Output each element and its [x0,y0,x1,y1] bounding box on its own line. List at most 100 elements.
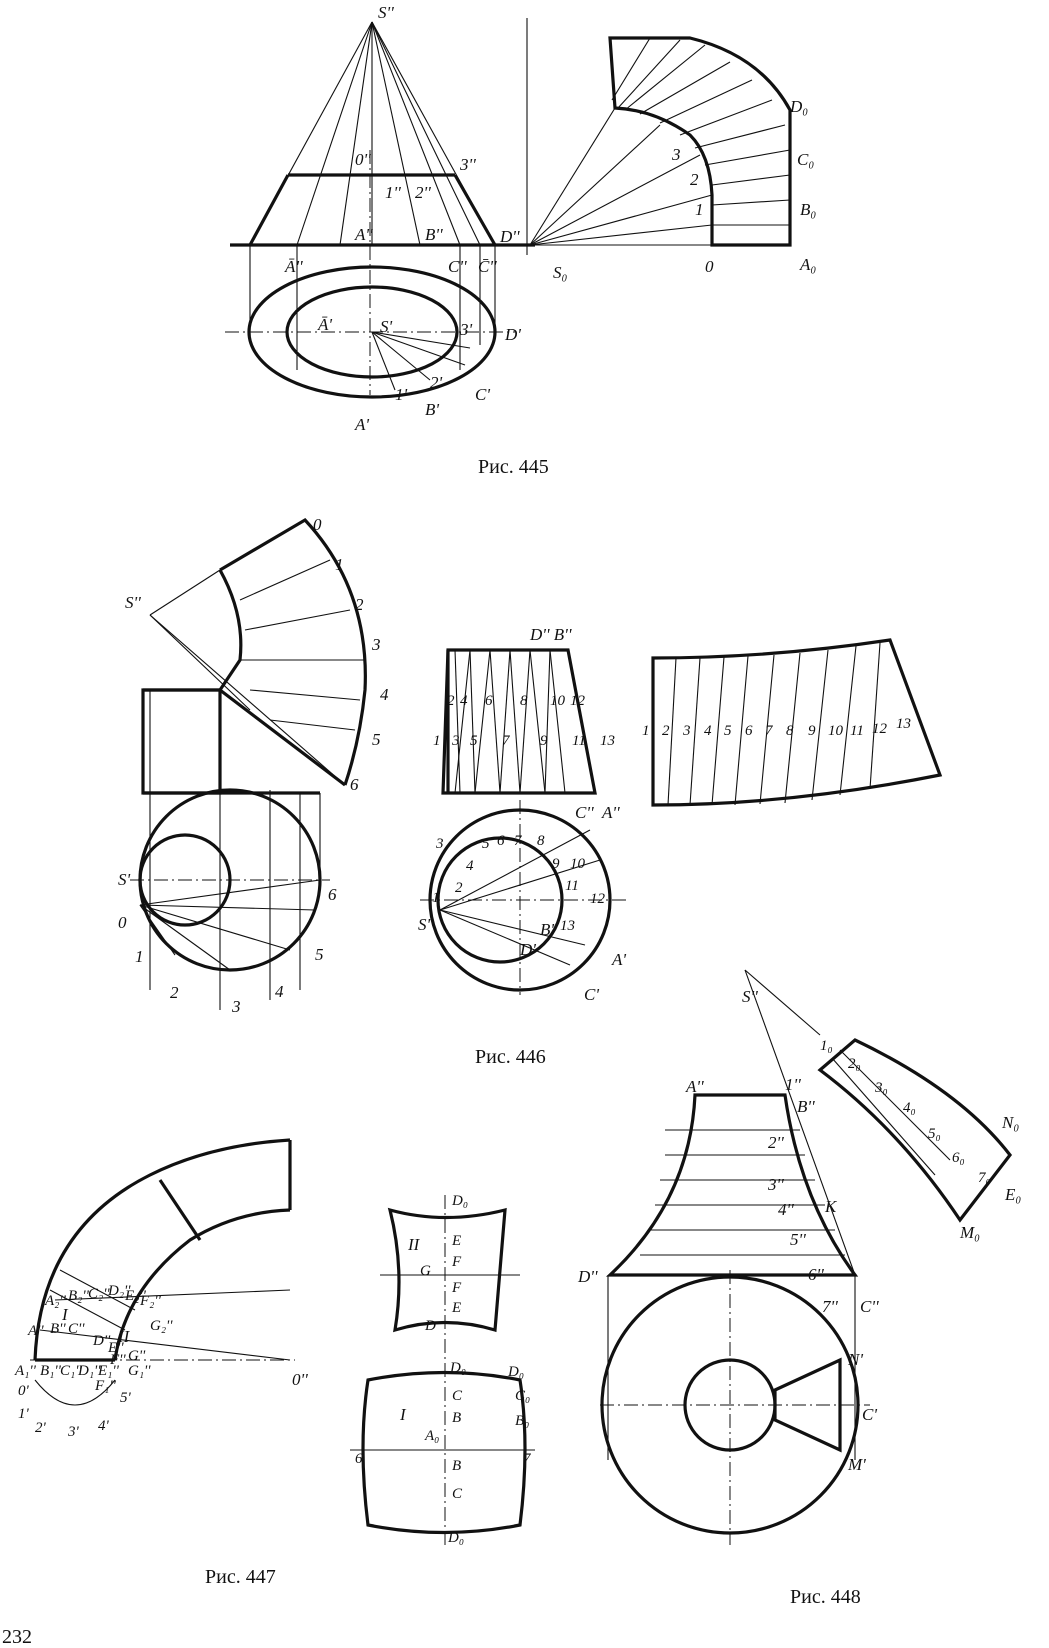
point-label: 0'' [355,150,371,169]
point-label: 2 [662,723,670,739]
point-label: D'' [499,227,520,246]
point-label: 6 [745,723,753,739]
point-label: A' [611,950,626,969]
point-label: D₂'' [107,1283,131,1299]
point-label: M₀ [959,1223,980,1242]
point-label: B'' [425,225,443,244]
point-label: F₂'' [139,1293,162,1309]
point-label: D₀ [449,1360,466,1376]
point-label: 3 [435,836,444,852]
figure-caption: Рис. 448 [790,1586,861,1608]
point-label: 7 [502,733,511,749]
point-label: G'' [128,1348,146,1364]
point-label: 7₀ [978,1170,991,1186]
point-label: B [452,1410,461,1426]
point-label: D [424,1318,436,1334]
point-label: 6 [328,885,337,904]
point-label: 1 [642,723,650,739]
point-label: S' [418,915,431,934]
point-label: G₁'' [128,1363,151,1379]
point-label: D₀ [789,97,808,116]
point-label: 10 [828,723,844,739]
point-label: E'' [107,1340,124,1356]
point-label: 8 [786,723,794,739]
point-label: 11 [565,878,579,894]
point-label: E [451,1233,461,1249]
page-number: 232 [2,1626,32,1648]
point-label: B' [425,400,439,419]
point-label: A₂'' [44,1293,67,1309]
point-label: 3₀ [874,1080,888,1096]
point-label: C [452,1388,463,1404]
point-label: B₀ [515,1413,529,1429]
point-label: 2 [170,983,179,1002]
point-label: D₀ [451,1193,468,1209]
point-label: 5 [470,733,478,749]
point-label: B₁'' [40,1363,62,1379]
point-label: 5'' [790,1230,806,1249]
point-label: S' [380,317,393,336]
point-label: 3 [371,635,381,654]
point-label: C₀ [515,1388,530,1404]
point-label: 3 [231,997,241,1016]
point-label: E₂'' [124,1288,147,1304]
point-label: 12 [570,693,586,709]
point-label: B'' [797,1097,815,1116]
point-label: B' [540,920,554,939]
point-label: 7 [523,1451,532,1467]
point-label: 9 [808,723,816,739]
point-label: 1' [18,1406,30,1422]
point-label: 1'' [385,183,401,202]
point-label: N' [847,1350,863,1369]
point-label: Ā'' [284,257,303,276]
point-label: 6 [350,775,359,794]
point-label: C'' [448,257,467,276]
point-label: 6 [355,1451,363,1467]
point-label: 6'' [808,1265,824,1284]
point-label: A' [354,415,369,434]
point-label: D'' [92,1333,111,1349]
point-label: 2 [355,595,364,614]
point-label: 1 [135,947,144,966]
point-label: 2' [430,373,443,392]
point-label: 5' [120,1390,132,1406]
point-label: 5 [724,723,732,739]
point-label: 2₀ [848,1056,861,1072]
figure-448 [600,969,1013,1545]
point-label: 4'' [778,1200,794,1219]
point-label: 2' [35,1420,47,1436]
point-label: 3' [67,1424,80,1440]
point-label: F [451,1280,462,1296]
point-label: C₂'' [88,1286,110,1302]
point-label: F'' [109,1352,126,1368]
point-label: 11 [850,723,864,739]
point-label: C' [584,985,599,1004]
point-label: D' [504,325,521,344]
point-label: 4 [275,982,284,1001]
point-label: F₁'' [94,1378,117,1394]
point-label: 11 [572,733,586,749]
point-label: D'' [577,1267,598,1286]
point-label: 4 [704,723,712,739]
point-label: B₂'' [68,1288,90,1304]
point-label: 13 [560,918,575,934]
point-label: C' [475,385,490,404]
point-label: 6 [497,833,505,849]
figure-labels: S'' 0'' 3'' 1'' 2'' A'' B'' D'' Ā'' C'' … [14,3,1021,1546]
point-label: 3 [451,733,460,749]
point-label: C'' [68,1321,85,1337]
point-label: 12 [590,891,606,907]
point-label: 2 [455,880,463,896]
point-label: 4 [380,685,389,704]
point-label: K [824,1197,838,1216]
point-label: 7 [514,833,523,849]
point-label: 9 [540,733,548,749]
point-label: 4' [98,1418,110,1434]
point-label: A'' [685,1077,704,1096]
point-label: 13 [896,716,911,732]
point-label: C̄'' [478,257,497,276]
point-label: D₀ [507,1364,524,1380]
point-label: 1 [432,890,440,906]
figure-caption: Рис. 447 [205,1566,276,1588]
point-label: B [452,1458,461,1474]
